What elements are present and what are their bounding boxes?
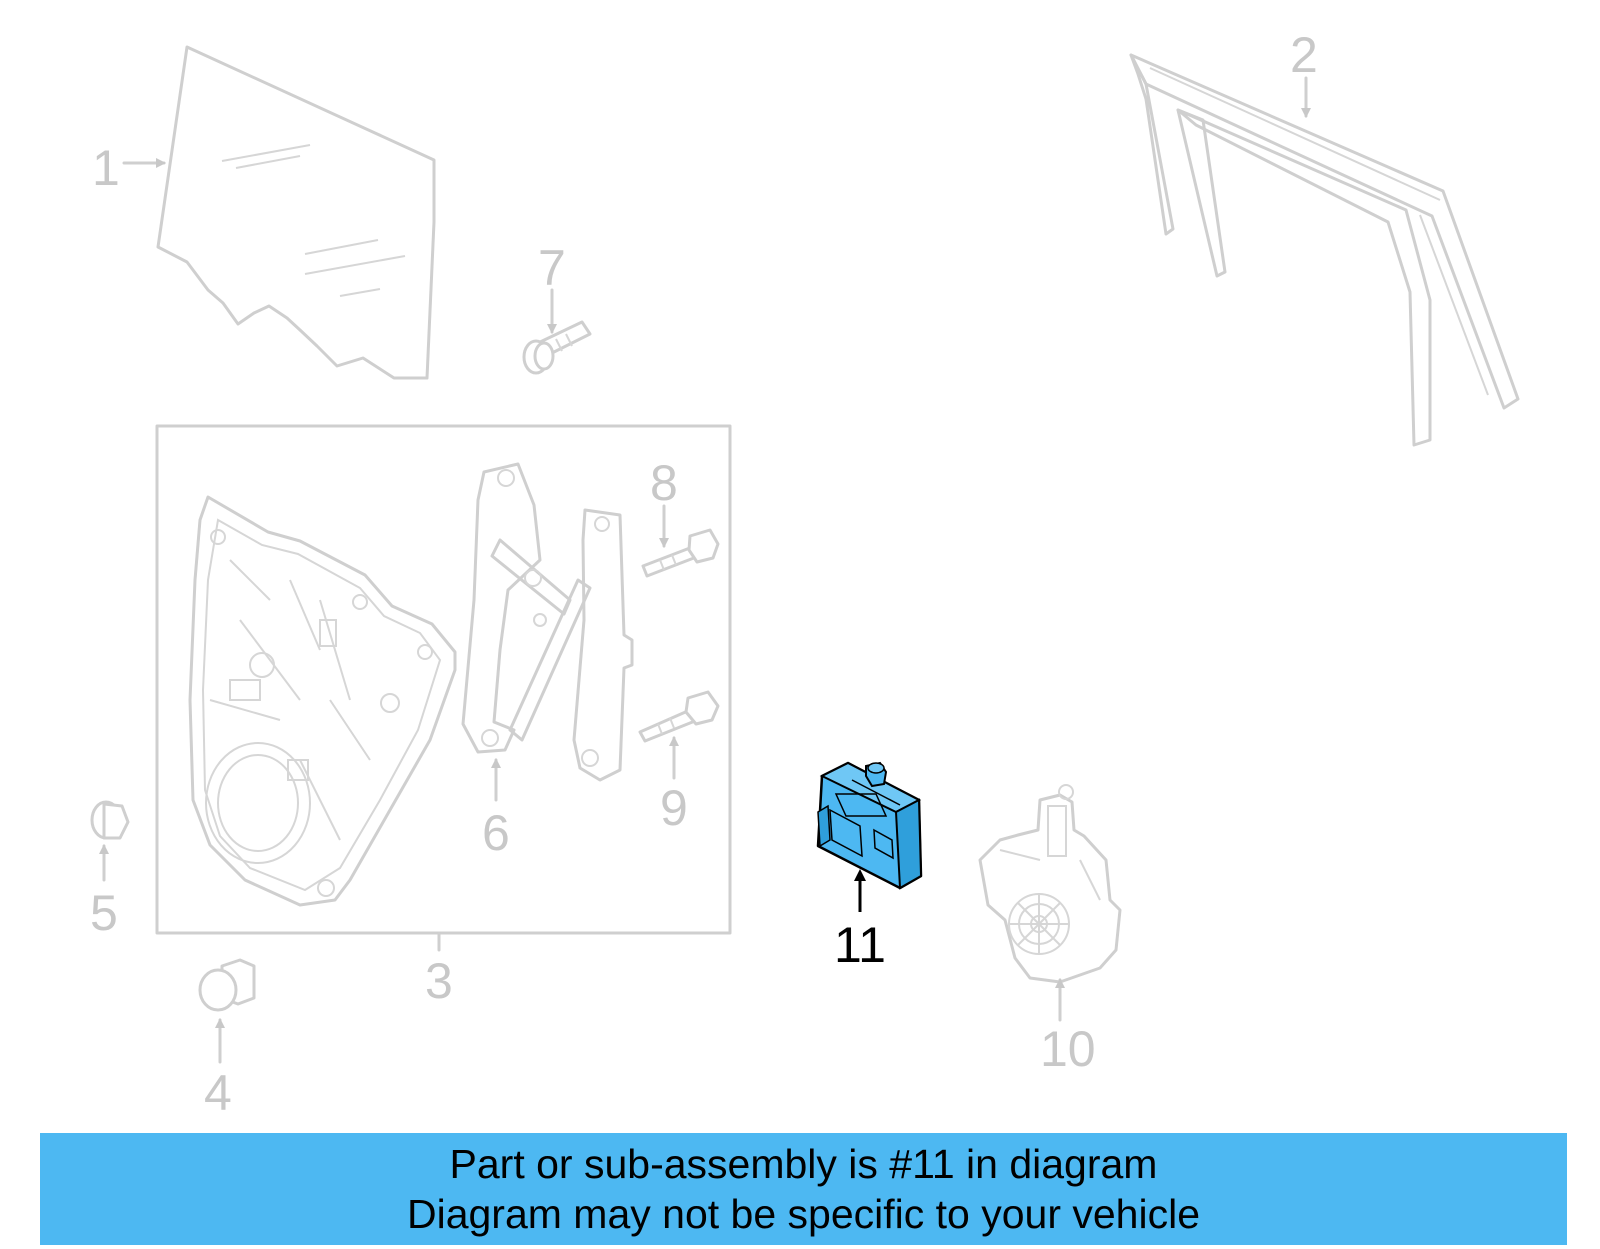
part-5-clip xyxy=(90,800,130,840)
callout-8: 8 xyxy=(650,455,678,511)
part-8-bolt xyxy=(641,528,720,578)
part-10-window-motor xyxy=(978,784,1122,984)
callout-2: 2 xyxy=(1290,27,1318,83)
part-11-control-module xyxy=(816,761,923,890)
part-9-bolt xyxy=(638,690,720,743)
callout-7: 7 xyxy=(538,240,566,296)
callout-3: 3 xyxy=(425,953,453,1009)
callout-1: 1 xyxy=(92,140,120,196)
module-carrier-panel xyxy=(188,495,457,907)
info-banner: Part or sub-assembly is #11 in diagram D… xyxy=(40,1133,1567,1245)
callout-11: 11 xyxy=(834,917,886,973)
callout-9: 9 xyxy=(660,780,688,836)
part-6-window-regulator xyxy=(461,462,634,782)
banner-line-disclaimer: Diagram may not be specific to your vehi… xyxy=(406,1191,1200,1237)
callout-4: 4 xyxy=(204,1065,232,1121)
callout-6: 6 xyxy=(482,805,510,861)
part-4-clip xyxy=(198,958,256,1012)
part-3-assembly-box xyxy=(155,424,732,935)
part-2-run-channel xyxy=(1129,53,1520,447)
callout-5: 5 xyxy=(90,885,118,941)
banner-line-part-number: Part or sub-assembly is #11 in diagram xyxy=(449,1141,1158,1187)
part-1-door-glass xyxy=(156,45,436,380)
part-7-bolt xyxy=(522,320,592,375)
callout-10: 10 xyxy=(1040,1021,1096,1077)
